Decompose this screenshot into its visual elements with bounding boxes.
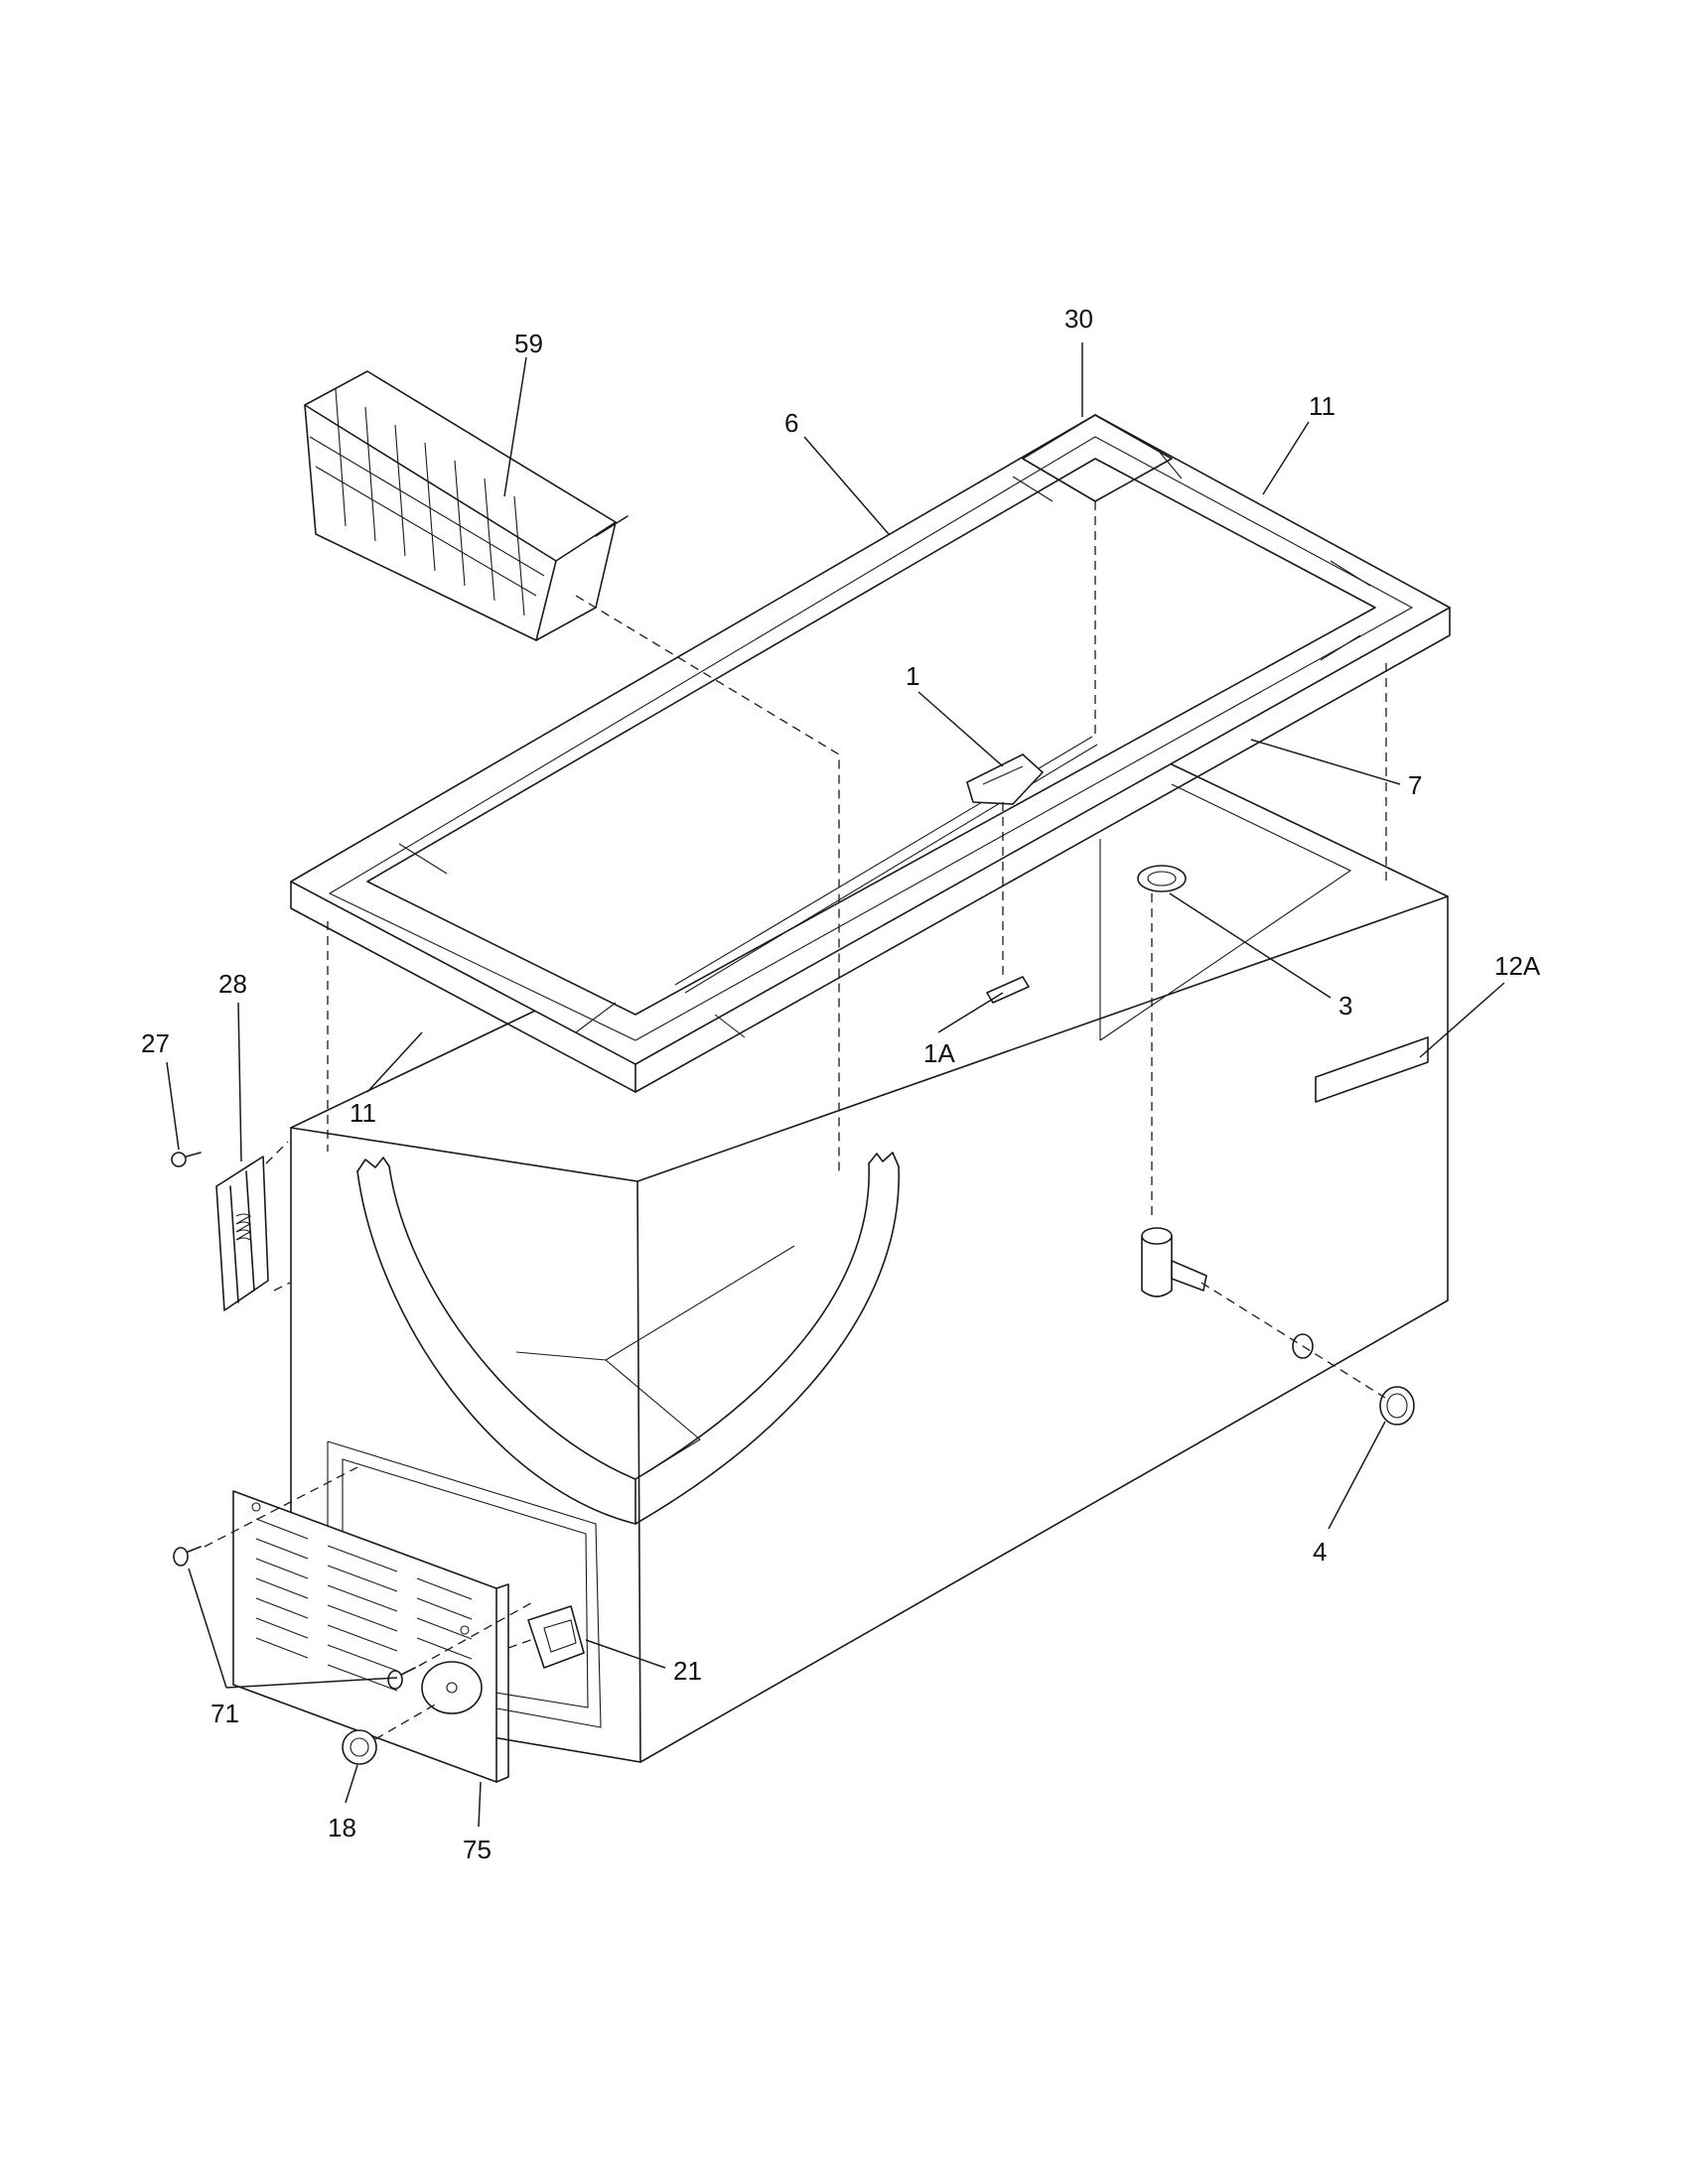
callout-7: 7 <box>1408 770 1422 800</box>
kick-plate-grille <box>232 1490 509 1783</box>
drain-parts <box>1137 865 1415 1426</box>
cabinet-body <box>290 763 1449 1763</box>
leader-lines <box>166 342 1505 1828</box>
callout-11-left: 11 <box>350 1098 376 1128</box>
callout-1a: 1A <box>923 1038 955 1068</box>
callout-6: 6 <box>784 408 798 438</box>
callout-27: 27 <box>141 1028 170 1058</box>
callout-4: 4 <box>1313 1537 1327 1567</box>
callout-30: 30 <box>1064 304 1093 334</box>
callout-28: 28 <box>218 969 247 999</box>
alignment-lines <box>204 501 1387 1740</box>
callout-75: 75 <box>463 1835 492 1864</box>
power-switch <box>527 1605 585 1669</box>
wire-basket <box>304 370 629 641</box>
callout-71: 71 <box>211 1699 239 1728</box>
grille-plug <box>342 1729 377 1765</box>
callout-21: 21 <box>673 1656 702 1686</box>
callout-59: 59 <box>514 329 543 358</box>
callout-18: 18 <box>328 1813 356 1843</box>
lid-handle <box>966 753 1044 805</box>
serial-plate <box>1315 1036 1429 1103</box>
hinge-assembly <box>171 1152 269 1311</box>
callout-11-top: 11 <box>1309 391 1336 421</box>
callout-labels: 59 30 6 11 1 7 12A 3 28 27 11 1A 4 21 71… <box>141 304 1541 1864</box>
grille-screws <box>173 1546 416 1690</box>
callout-1: 1 <box>906 661 919 691</box>
callout-12a: 12A <box>1494 951 1541 981</box>
callout-3: 3 <box>1338 991 1352 1021</box>
lid-breaker-frame <box>290 414 1451 1093</box>
